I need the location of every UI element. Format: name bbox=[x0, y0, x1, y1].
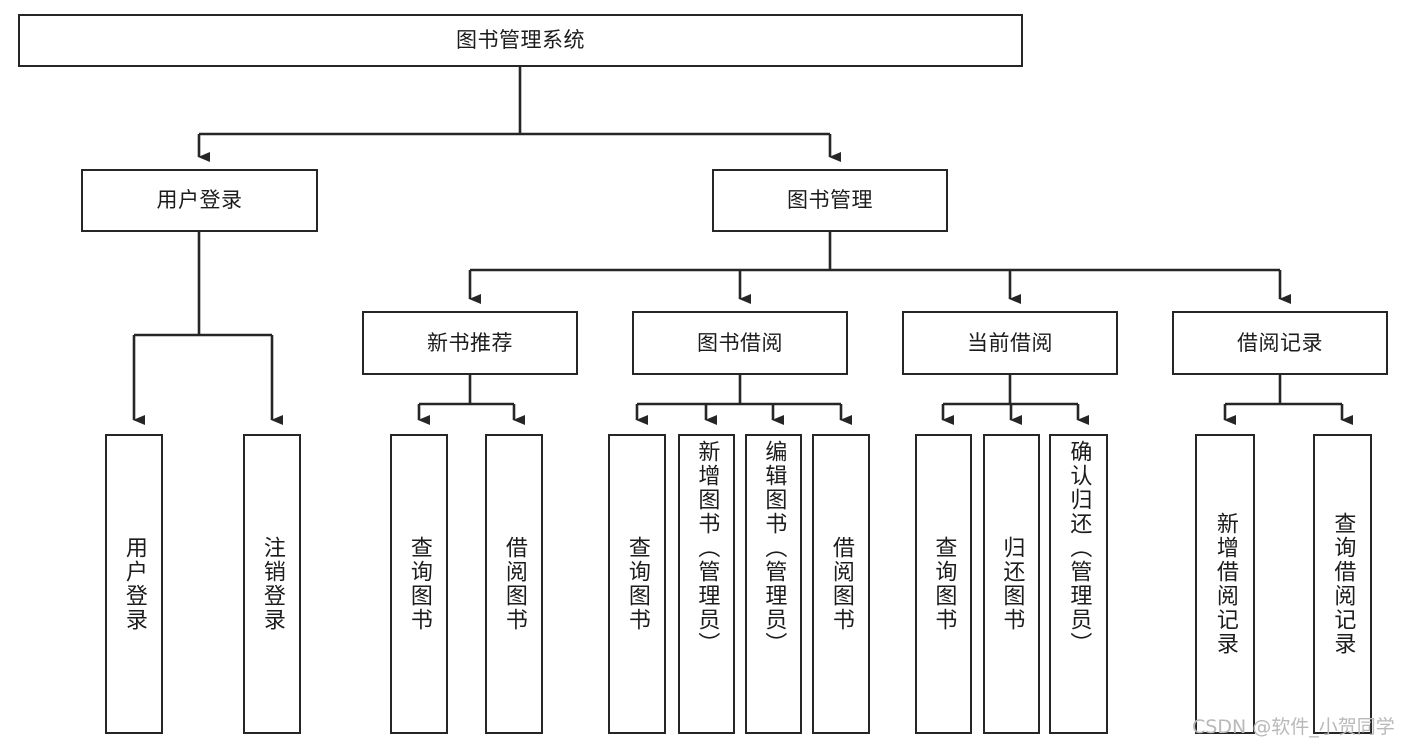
node-leaf-return-book[interactable]: 归还图书 bbox=[983, 434, 1040, 734]
node-leaf-edit-book-label: 编辑图书（管理员） bbox=[761, 440, 787, 656]
node-current-borrow-label: 当前借阅 bbox=[967, 330, 1053, 355]
node-leaf-query-book-1-label: 查询图书 bbox=[406, 536, 432, 632]
node-new-book-recommend-label: 新书推荐 bbox=[427, 330, 513, 355]
node-leaf-query-record-label: 查询借阅记录 bbox=[1330, 512, 1356, 656]
node-leaf-user-login-label: 用户登录 bbox=[121, 536, 147, 632]
node-current-borrow[interactable]: 当前借阅 bbox=[902, 311, 1118, 375]
node-leaf-logout-login-label: 注销登录 bbox=[259, 536, 285, 632]
node-leaf-add-book[interactable]: 新增图书（管理员） bbox=[678, 434, 735, 734]
node-root-label: 图书管理系统 bbox=[456, 28, 585, 53]
node-leaf-edit-book[interactable]: 编辑图书（管理员） bbox=[745, 434, 802, 734]
node-leaf-user-login[interactable]: 用户登录 bbox=[105, 434, 163, 734]
node-leaf-query-record[interactable]: 查询借阅记录 bbox=[1313, 434, 1372, 734]
node-leaf-query-book-2[interactable]: 查询图书 bbox=[608, 434, 666, 734]
node-book-manage-label: 图书管理 bbox=[787, 188, 873, 213]
node-leaf-query-book-3-label: 查询图书 bbox=[931, 536, 957, 632]
node-new-book-recommend[interactable]: 新书推荐 bbox=[362, 311, 578, 375]
node-leaf-query-book-3[interactable]: 查询图书 bbox=[915, 434, 972, 734]
node-borrow-record[interactable]: 借阅记录 bbox=[1172, 311, 1388, 375]
node-leaf-query-book-2-label: 查询图书 bbox=[624, 536, 650, 632]
node-leaf-confirm-return-label: 确认归还（管理员） bbox=[1066, 440, 1092, 656]
node-leaf-add-book-label: 新增图书（管理员） bbox=[694, 440, 720, 656]
csdn-watermark: CSDN @软件_小贺同学 bbox=[1192, 716, 1395, 738]
node-user-login[interactable]: 用户登录 bbox=[81, 169, 318, 232]
node-leaf-add-record[interactable]: 新增借阅记录 bbox=[1195, 434, 1255, 734]
node-book-manage[interactable]: 图书管理 bbox=[712, 169, 948, 232]
node-leaf-logout-login[interactable]: 注销登录 bbox=[243, 434, 301, 734]
node-book-borrow-label: 图书借阅 bbox=[697, 330, 783, 355]
node-leaf-borrow-book-2-label: 借阅图书 bbox=[828, 536, 854, 632]
node-user-login-label: 用户登录 bbox=[156, 188, 243, 213]
node-leaf-borrow-book-1[interactable]: 借阅图书 bbox=[485, 434, 543, 734]
node-leaf-return-book-label: 归还图书 bbox=[999, 536, 1025, 632]
node-leaf-add-record-label: 新增借阅记录 bbox=[1212, 512, 1238, 656]
node-borrow-record-label: 借阅记录 bbox=[1237, 330, 1323, 355]
node-root[interactable]: 图书管理系统 bbox=[18, 14, 1023, 67]
node-leaf-confirm-return[interactable]: 确认归还（管理员） bbox=[1049, 434, 1108, 734]
node-leaf-borrow-book-2[interactable]: 借阅图书 bbox=[812, 434, 870, 734]
node-leaf-query-book-1[interactable]: 查询图书 bbox=[390, 434, 448, 734]
node-leaf-borrow-book-1-label: 借阅图书 bbox=[501, 536, 527, 632]
node-book-borrow[interactable]: 图书借阅 bbox=[632, 311, 848, 375]
